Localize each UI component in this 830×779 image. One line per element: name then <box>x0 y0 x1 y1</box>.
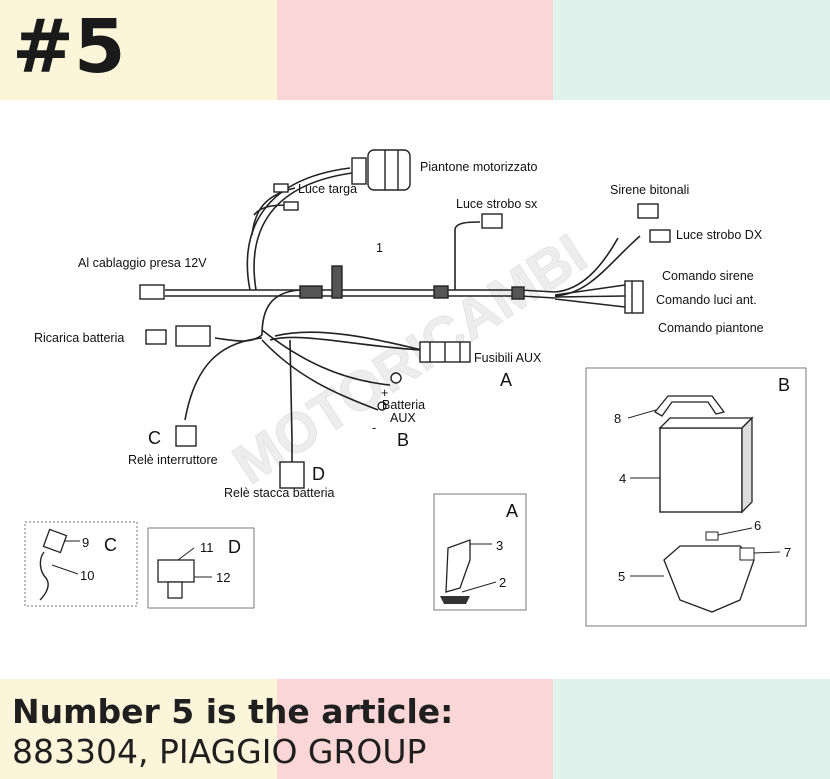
label-piantone: Piantone motorizzato <box>420 160 537 174</box>
band-right <box>553 679 830 779</box>
label-ricarica: Ricarica batteria <box>34 331 124 345</box>
label-num-1: 1 <box>376 241 383 255</box>
connectors <box>139 149 671 489</box>
label-letter-b: B <box>397 430 409 450</box>
label-luce-strobo-sx: Luce strobo sx <box>456 197 538 211</box>
label-comando-piantone: Comando piantone <box>658 321 764 335</box>
bottom-color-band <box>0 679 830 779</box>
label-letter-d: D <box>312 464 325 484</box>
inset-d-num-12: 12 <box>216 570 230 585</box>
band-left <box>0 679 277 779</box>
inset-d: 11 12 D <box>147 527 255 609</box>
inset-b-num-6: 6 <box>754 518 761 533</box>
main-harness <box>165 167 641 465</box>
inset-b: 8 4 6 7 5 B <box>585 367 807 627</box>
top-color-band <box>0 0 830 100</box>
label-comando-sirene: Comando sirene <box>662 269 754 283</box>
label-comando-luci: Comando luci ant. <box>656 293 757 307</box>
article-heading: Number 5 is the article: <box>12 692 454 731</box>
label-luce-strobo-dx: Luce strobo DX <box>676 228 763 242</box>
inset-b-num-8: 8 <box>614 411 621 426</box>
inset-b-num-4: 4 <box>619 471 626 486</box>
band-middle <box>277 679 553 779</box>
inset-d-letter: D <box>228 537 241 557</box>
inset-c: 9 10 C <box>24 521 138 607</box>
band-left <box>0 0 277 100</box>
label-rele-interruttore: Relè interruttore <box>128 453 218 467</box>
band-right <box>553 0 830 100</box>
inset-c-letter: C <box>104 535 117 555</box>
inset-d-num-11: 11 <box>200 540 214 555</box>
label-letter-c: C <box>148 428 161 448</box>
inset-b-num-5: 5 <box>618 569 625 584</box>
inset-b-num-7: 7 <box>784 545 791 560</box>
inset-b-letter: B <box>778 375 790 395</box>
band-middle <box>277 0 553 100</box>
inset-a: 3 2 A <box>433 493 527 611</box>
label-aux: AUX <box>390 411 416 425</box>
label-rele-stacca: Relè stacca batteria <box>224 486 335 500</box>
label-sirene-bitonali: Sirene bitonali <box>610 183 689 197</box>
inset-c-num-10: 10 <box>80 568 94 583</box>
label-fusibili: Fusibili AUX <box>474 351 542 365</box>
label-letter-a: A <box>500 370 512 390</box>
label-minus: - <box>372 421 376 435</box>
main-labels: Piantone motorizzato Luce targa Luce str… <box>34 160 764 500</box>
inset-a-num-3: 3 <box>496 538 503 553</box>
label-plus: + <box>381 386 388 400</box>
article-value: 883304, PIAGGIO GROUP <box>12 732 427 771</box>
wiring-diagram: MOTORICAMBI <box>24 149 807 627</box>
label-batteria: Batteria <box>382 398 425 412</box>
inset-a-letter: A <box>506 501 518 521</box>
item-number-title: #5 <box>12 4 126 90</box>
inset-c-num-9: 9 <box>82 535 89 550</box>
inset-a-num-2: 2 <box>499 575 506 590</box>
label-cablaggio-12v: Al cablaggio presa 12V <box>78 256 207 270</box>
label-luce-targa: Luce targa <box>298 182 357 196</box>
